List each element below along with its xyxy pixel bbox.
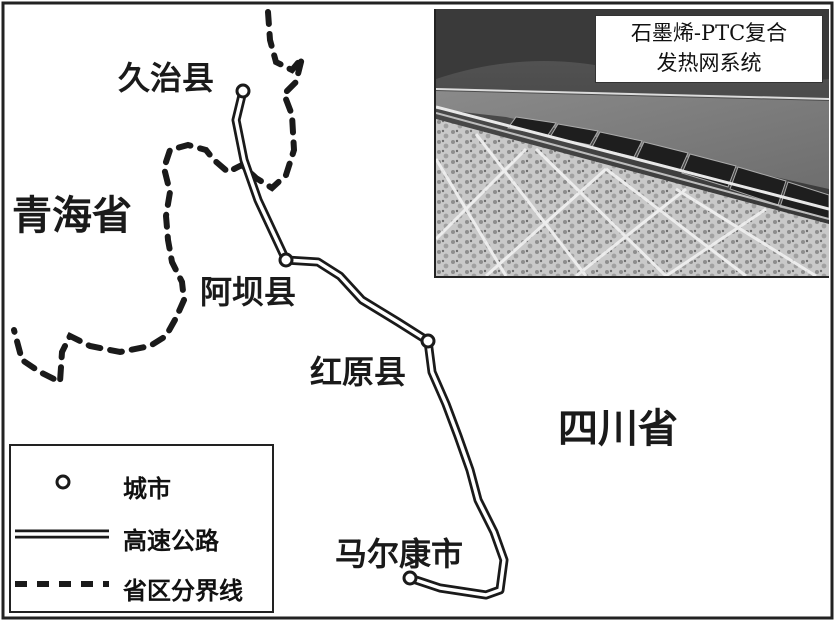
- province-boundary: [11, 9, 305, 387]
- legend-row-city: 城市: [11, 460, 272, 504]
- highway-route: [231, 86, 509, 600]
- city-marker-jiuzhi: [235, 83, 251, 99]
- map-legend: 城市 高速公路 省区分界线: [9, 444, 274, 613]
- photo-caption-line1: 石墨烯-PTC复合: [630, 21, 788, 45]
- legend-row-boundary: 省区分界线: [11, 562, 272, 606]
- city-symbol-icon: [55, 474, 71, 490]
- photo-caption-line2: 发热网系统: [656, 51, 762, 75]
- city-label-hongyuan: 红原县: [310, 353, 407, 391]
- city-label-maerkang: 马尔康市: [335, 535, 464, 573]
- city-label-jiuzhi: 久治县: [118, 59, 215, 97]
- highway-symbol-icon: [15, 529, 109, 539]
- province-label-sichuan: 四川省: [558, 406, 678, 452]
- photo-caption: 石墨烯-PTC复合 发热网系统: [595, 15, 823, 83]
- legend-row-highway: 高速公路: [11, 512, 272, 556]
- legend-label-city: 城市: [123, 475, 171, 503]
- legend-label-highway: 高速公路: [123, 527, 219, 555]
- city-marker-maerkang: [402, 570, 418, 586]
- province-label-qinghai: 青海省: [12, 193, 132, 239]
- boundary-symbol-icon: [15, 581, 109, 587]
- city-label-aba: 阿坝县: [200, 273, 297, 311]
- city-marker-hongyuan: [420, 333, 436, 349]
- city-marker-aba: [278, 252, 294, 268]
- photo-inset: 石墨烯-PTC复合 发热网系统: [434, 9, 829, 278]
- legend-label-boundary: 省区分界线: [123, 577, 243, 605]
